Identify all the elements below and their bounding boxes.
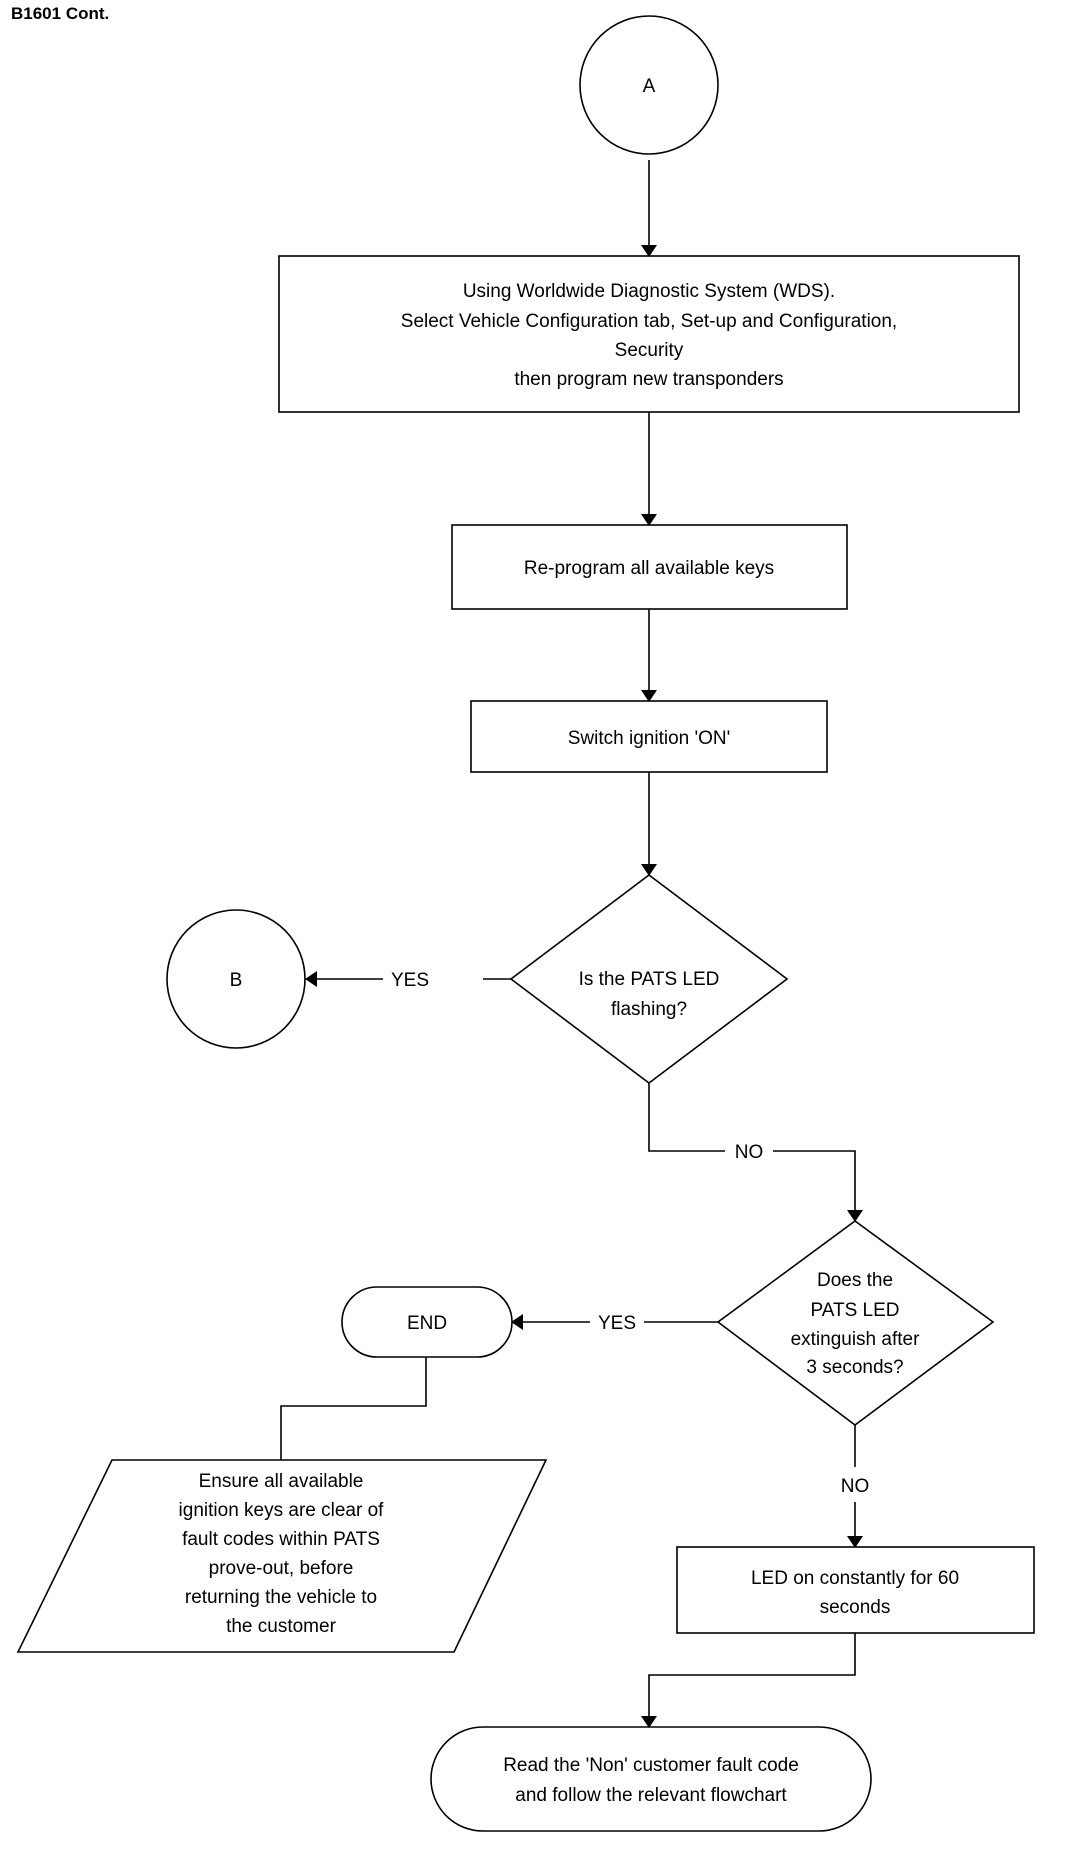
connector-b bbox=[166, 909, 306, 1049]
ensure-keys-line: Ensure all available bbox=[199, 1471, 364, 1492]
flow-line bbox=[773, 1150, 863, 1222]
flow-line bbox=[648, 1083, 725, 1152]
ensure-keys-line: fault codes within PATS bbox=[182, 1529, 380, 1550]
wds-step-box bbox=[278, 255, 1020, 413]
decision-flashing bbox=[509, 873, 789, 1085]
reprogram-step-text: Re-program all available keys bbox=[524, 558, 774, 579]
wds-step-line: Security bbox=[615, 340, 684, 361]
wds-step-line: Using Worldwide Diagnostic System (WDS). bbox=[463, 281, 835, 302]
ignition-step-text: Switch ignition 'ON' bbox=[568, 728, 730, 749]
read-fault-code-line: Read the 'Non' customer fault code bbox=[503, 1755, 799, 1776]
decision-flashing-line: Is the PATS LED bbox=[579, 969, 720, 990]
wds-step-line: Select Vehicle Configuration tab, Set-up… bbox=[401, 311, 897, 332]
ensure-keys-line: the customer bbox=[226, 1616, 336, 1637]
decision-extinguish-line: Does the bbox=[817, 1270, 893, 1291]
led-constant-step-box bbox=[676, 1546, 1035, 1634]
ensure-keys-line: ignition keys are clear of bbox=[179, 1500, 385, 1521]
yes-label: YES bbox=[598, 1313, 636, 1334]
flow-line bbox=[280, 1357, 427, 1460]
ensure-keys-parallelogram bbox=[16, 1459, 548, 1653]
no-label: NO bbox=[841, 1476, 870, 1497]
connector-a bbox=[579, 15, 719, 155]
ensure-keys-line: returning the vehicle to bbox=[185, 1587, 377, 1608]
read-fault-code-line: and follow the relevant flowchart bbox=[515, 1785, 787, 1806]
read-fault-code-terminal bbox=[430, 1726, 872, 1832]
decision-flashing-line: flashing? bbox=[611, 999, 687, 1020]
decision-extinguish-line: extinguish after bbox=[791, 1329, 921, 1350]
connector-a-label: A bbox=[643, 76, 656, 97]
end-terminal-label: END bbox=[407, 1313, 447, 1334]
no-label: NO bbox=[735, 1142, 764, 1163]
led-constant-line: LED on constantly for 60 bbox=[751, 1568, 959, 1589]
end-terminal bbox=[341, 1286, 513, 1358]
reprogram-step-box bbox=[451, 524, 848, 610]
yes-label: YES bbox=[391, 970, 429, 991]
flow-line bbox=[641, 1633, 856, 1728]
decision-extinguish-line: 3 seconds? bbox=[806, 1357, 903, 1378]
connector-b-label: B bbox=[230, 970, 243, 991]
decision-extinguish bbox=[716, 1220, 995, 1426]
led-constant-line: seconds bbox=[820, 1597, 891, 1618]
ensure-keys-line: prove-out, before bbox=[209, 1558, 354, 1579]
decision-extinguish-line: PATS LED bbox=[810, 1300, 899, 1321]
page-title: B1601 Cont. bbox=[11, 4, 110, 23]
ignition-step-box bbox=[470, 700, 828, 773]
wds-step-line: then program new transponders bbox=[514, 369, 783, 390]
